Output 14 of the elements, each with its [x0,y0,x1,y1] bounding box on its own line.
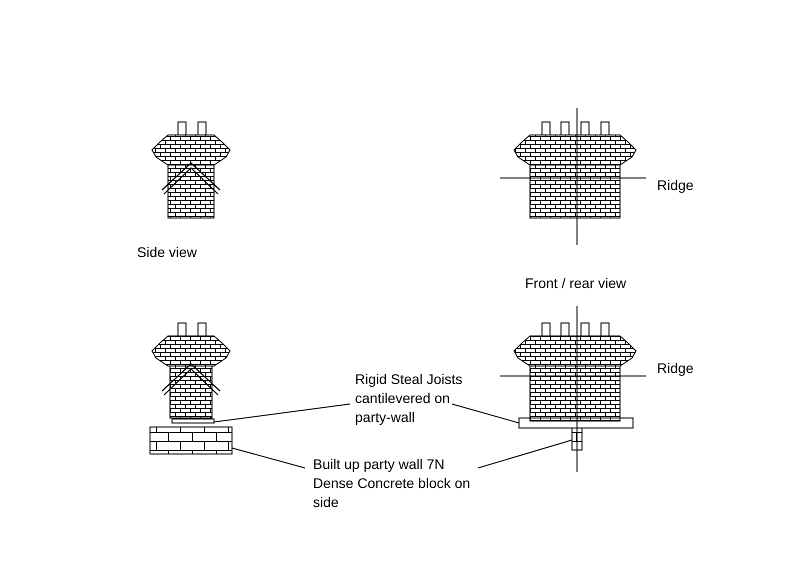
block-wall [150,426,232,454]
ridge-label: Ridge [657,176,694,195]
leader-line [452,404,520,424]
callout-text: Built up party wall 7N Dense Concrete block on side [313,455,472,512]
leader-line [232,448,306,468]
ridge-label: Ridge [657,359,694,378]
leader-line [478,440,572,468]
joist-slab [172,418,214,424]
leader-line [214,404,350,422]
block-wall [572,428,582,450]
callout-text: Rigid Steal Joists cantilevered on party-wall [355,370,464,427]
joist-slab [518,418,634,428]
view-label: Side view [137,243,197,262]
view-label: Front / rear view [525,274,626,293]
